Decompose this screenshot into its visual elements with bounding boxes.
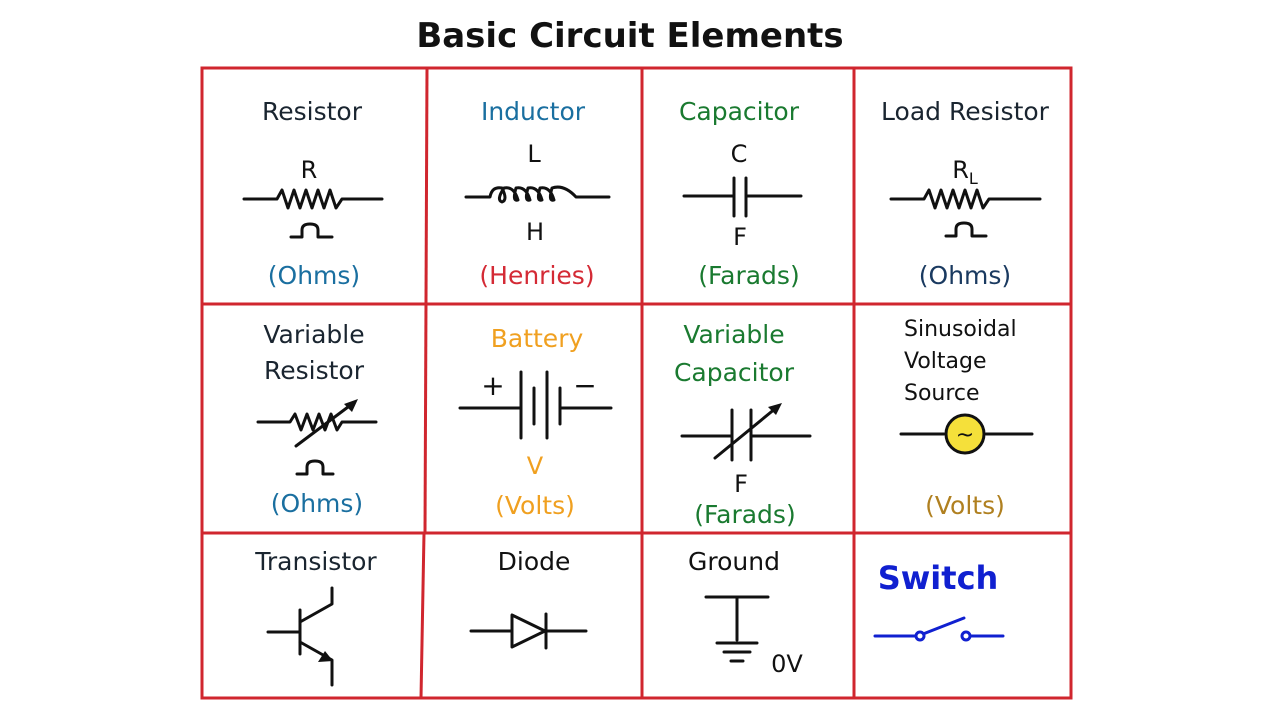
inductor-symbol-letter: L bbox=[527, 140, 541, 168]
diode-label: Diode bbox=[498, 547, 571, 576]
load-resistor-symbol-icon bbox=[889, 188, 1042, 210]
inductor-coil-icon bbox=[464, 185, 611, 204]
cell-inductor: Inductor L H (Henries) bbox=[464, 97, 611, 290]
diagram-title: Basic Circuit Elements bbox=[416, 16, 843, 56]
ground-voltage-label: 0V bbox=[771, 650, 803, 678]
load-resistor-symbol-letter: RL bbox=[952, 156, 978, 188]
inductor-label: Inductor bbox=[481, 97, 586, 126]
variable-capacitor-unit: (Farads) bbox=[694, 500, 795, 529]
capacitor-unit-letter: F bbox=[733, 223, 747, 251]
battery-symbol-icon bbox=[458, 370, 613, 440]
inductor-unit-letter: H bbox=[526, 218, 544, 246]
ground-symbol-icon bbox=[704, 595, 770, 663]
ohm-pulse-icon bbox=[295, 459, 335, 476]
diode-symbol-icon bbox=[469, 612, 588, 650]
cell-sinusoidal-source: Sinusoidal Voltage Source ~ (Volts) bbox=[899, 317, 1034, 520]
cell-variable-capacitor: Variable Capacitor F (Farads) bbox=[674, 320, 812, 529]
cell-battery: Battery + − V (Volts) bbox=[458, 324, 613, 520]
sinusoidal-source-unit: (Volts) bbox=[925, 491, 1005, 520]
battery-label: Battery bbox=[491, 324, 584, 353]
resistor-label: Resistor bbox=[262, 97, 363, 126]
load-resistor-unit: (Ohms) bbox=[919, 261, 1011, 290]
sinusoidal-source-label-line1: Sinusoidal bbox=[904, 317, 1017, 342]
cell-switch: Switch bbox=[873, 559, 1005, 642]
cell-resistor: Resistor R (Ohms) bbox=[242, 97, 384, 290]
sinusoidal-source-label-line3: Source bbox=[904, 381, 980, 406]
battery-unit: (Volts) bbox=[495, 491, 575, 520]
resistor-unit: (Ohms) bbox=[268, 261, 360, 290]
capacitor-label: Capacitor bbox=[679, 97, 800, 126]
transistor-label: Transistor bbox=[254, 547, 377, 576]
battery-symbol-letter: V bbox=[527, 452, 544, 480]
battery-minus-sign: − bbox=[573, 369, 596, 402]
capacitor-unit: (Farads) bbox=[698, 261, 799, 290]
table-grid bbox=[200, 66, 1073, 700]
load-resistor-label: Load Resistor bbox=[881, 97, 1050, 126]
resistor-symbol-letter: R bbox=[301, 156, 318, 184]
cell-ground: Ground 0V bbox=[688, 547, 803, 678]
switch-label: Switch bbox=[878, 559, 999, 597]
cell-variable-resistor: Variable Resistor (Ohms) bbox=[256, 320, 378, 518]
cell-load-resistor: Load Resistor RL (Ohms) bbox=[881, 97, 1050, 290]
ohm-pulse-icon bbox=[944, 221, 988, 238]
capacitor-symbol-icon bbox=[682, 176, 803, 218]
transistor-symbol-icon bbox=[266, 586, 334, 687]
cell-transistor: Transistor bbox=[254, 547, 377, 687]
variable-resistor-label-line2: Resistor bbox=[264, 356, 365, 385]
cell-capacitor: Capacitor C F (Farads) bbox=[679, 97, 803, 290]
variable-capacitor-label-line1: Variable bbox=[683, 320, 784, 349]
variable-capacitor-label-line2: Capacitor bbox=[674, 358, 795, 387]
resistor-symbol-icon bbox=[242, 188, 384, 210]
battery-plus-sign: + bbox=[481, 369, 504, 402]
cell-diode: Diode bbox=[469, 547, 588, 650]
sinusoidal-source-label-line2: Voltage bbox=[904, 349, 987, 374]
ground-label: Ground bbox=[688, 547, 780, 576]
variable-capacitor-symbol-icon bbox=[680, 403, 812, 462]
ohm-pulse-icon bbox=[289, 222, 334, 239]
variable-resistor-unit: (Ohms) bbox=[271, 489, 363, 518]
switch-symbol-icon bbox=[873, 616, 1005, 642]
inductor-unit: (Henries) bbox=[479, 261, 594, 290]
capacitor-symbol-letter: C bbox=[731, 140, 748, 168]
ac-wave-glyph: ~ bbox=[956, 423, 974, 448]
variable-resistor-label-line1: Variable bbox=[263, 320, 364, 349]
ac-source-icon: ~ bbox=[899, 413, 1034, 455]
variable-resistor-symbol-icon bbox=[256, 399, 378, 448]
variable-capacitor-symbol-letter: F bbox=[734, 470, 748, 498]
